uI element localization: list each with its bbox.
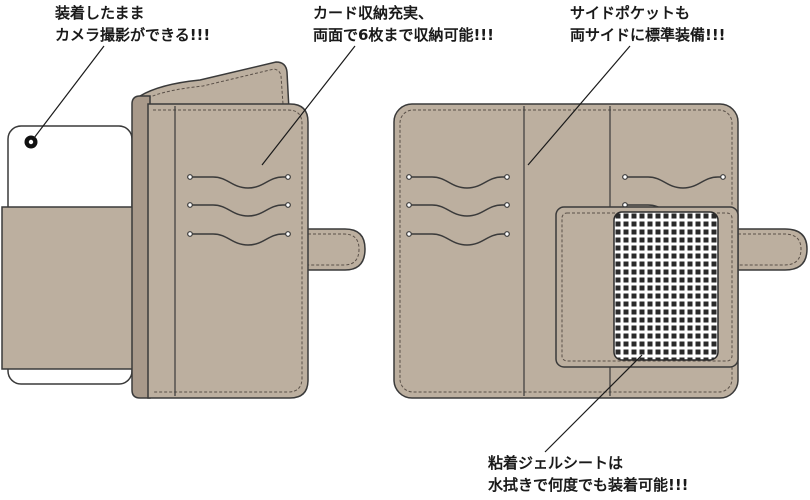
- callout-leader-lines: [33, 45, 643, 453]
- gel-panel-left: [1, 206, 137, 370]
- callout-pocket-line2: 両サイドに標準装備!!!: [570, 26, 726, 44]
- left-case-illustration: [1, 61, 366, 399]
- card-slots-right: [410, 176, 506, 246]
- right-case-illustration: [393, 103, 808, 399]
- callout-gel-line2: 水拭きで何度でも装着可能!!!: [488, 476, 689, 494]
- callout-camera-line2: カメラ撮影ができる!!!: [55, 26, 211, 44]
- strap-right: [734, 228, 808, 271]
- callout-camera: 装着したまま カメラ撮影ができる!!!: [55, 2, 210, 46]
- case-body-left: [131, 95, 309, 399]
- card-slots-left: [191, 176, 287, 246]
- callout-pocket: サイドポケットも 両サイドに標準装備!!!: [570, 2, 726, 46]
- callout-pocket-line1: サイドポケットも: [570, 4, 691, 22]
- callout-gel-line1: 粘着ジェルシートは: [488, 454, 624, 472]
- adhesive-gel-sheet: [555, 206, 739, 368]
- callout-gel: 粘着ジェルシートは 水拭きで何度でも装着可能!!!: [488, 452, 689, 496]
- callout-camera-line1: 装着したまま: [55, 4, 145, 22]
- callout-cards-line1: カード収納充実、: [313, 4, 434, 22]
- callout-cards: カード収納充実、 両面で6枚まで収納可能!!!: [313, 2, 494, 46]
- strap-left: [299, 228, 366, 271]
- callout-cards-line2: 両面で6枚まで収納可能!!!: [313, 26, 494, 44]
- gel-grid-pattern: [613, 211, 719, 361]
